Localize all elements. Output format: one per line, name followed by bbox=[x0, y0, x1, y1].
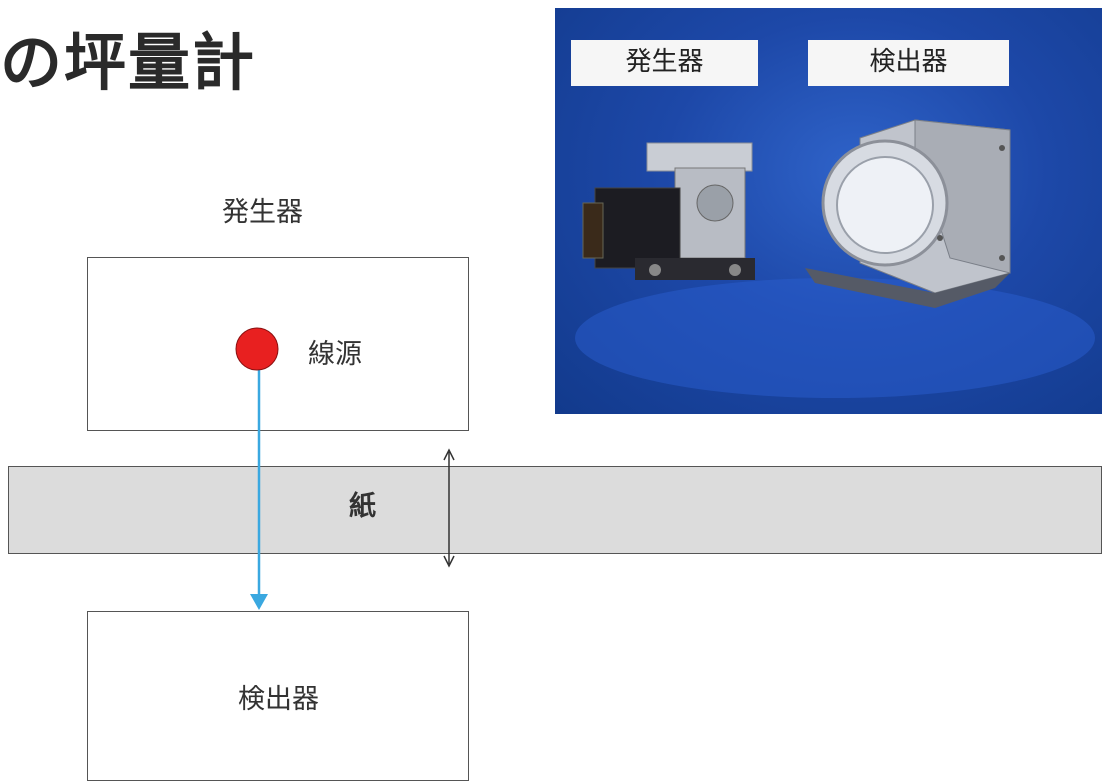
generator-heading: 発生器 bbox=[222, 197, 303, 228]
page-title: の坪量計 bbox=[0, 26, 257, 99]
photo-detector-tag: 検出器 bbox=[808, 40, 1009, 86]
thickness-arrowhead-bottom bbox=[443, 555, 455, 568]
device-illustration bbox=[575, 119, 1095, 398]
source-label: 線源 bbox=[308, 339, 362, 370]
device-photo: 発生器 検出器 bbox=[555, 8, 1102, 414]
generator-box bbox=[87, 257, 469, 431]
detector-label: 検出器 bbox=[238, 684, 319, 715]
beam-arrowhead bbox=[250, 594, 268, 610]
paper-sheet bbox=[8, 466, 1102, 554]
generator-device bbox=[582, 142, 755, 280]
photo-generator-tag: 発生器 bbox=[571, 40, 758, 86]
paper-label: 紙 bbox=[349, 491, 376, 522]
thickness-arrowhead-top bbox=[443, 448, 455, 461]
source-dot bbox=[235, 327, 279, 371]
detector-device bbox=[805, 119, 1011, 308]
